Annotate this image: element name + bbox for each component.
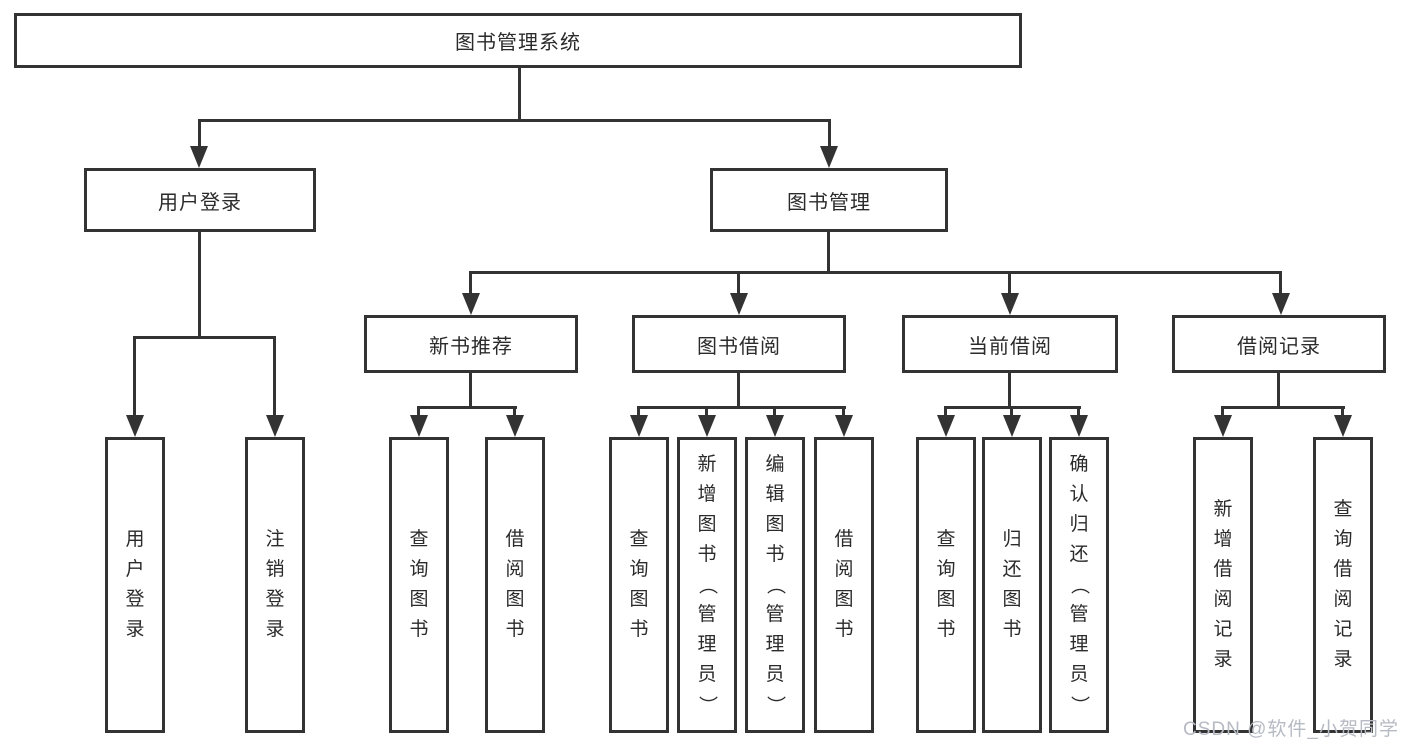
- leaf-current-query-books: 查询图书: [916, 437, 976, 733]
- connector-arrowhead: [937, 415, 955, 437]
- connector-line: [1277, 373, 1280, 409]
- connector-line: [637, 406, 846, 409]
- connector-arrowhead: [835, 415, 853, 437]
- leaf-user-login-label: 用户登录: [125, 529, 145, 640]
- connector-line: [417, 406, 517, 409]
- node-borrow-records: 借阅记录: [1172, 315, 1386, 373]
- connector-arrowhead: [766, 415, 784, 437]
- connector-line: [417, 406, 420, 420]
- connector-arrowhead: [410, 415, 428, 437]
- connector-line: [198, 119, 830, 122]
- connector-arrowhead: [506, 415, 524, 437]
- connector-line: [273, 336, 276, 418]
- node-root-label: 图书管理系统: [455, 32, 581, 54]
- leaf-current-return-books-label: 归还图书: [1002, 529, 1022, 640]
- connector-line: [737, 271, 740, 297]
- connector-line: [133, 336, 136, 418]
- connector-line: [518, 68, 521, 121]
- connector-line: [1341, 406, 1344, 420]
- leaf-records-add-record: 新增借阅记录: [1193, 437, 1253, 733]
- connector-line: [513, 406, 516, 420]
- node-root: 图书管理系统: [14, 13, 1022, 68]
- connector-line: [1008, 271, 1011, 297]
- leaf-records-query-record: 查询借阅记录: [1313, 437, 1373, 733]
- connector-line: [827, 232, 830, 274]
- node-book-borrow: 图书借阅: [632, 315, 846, 373]
- connector-line: [1008, 373, 1011, 409]
- connector-arrowhead: [630, 415, 648, 437]
- connector-line: [842, 406, 845, 420]
- leaf-current-confirm-return-admin-label: 确认归还（管理员）: [1068, 454, 1090, 715]
- connector-arrowhead: [1003, 415, 1021, 437]
- connector-arrowhead: [1334, 415, 1352, 437]
- connector-line: [828, 119, 831, 148]
- connector-arrowhead: [698, 415, 716, 437]
- node-new-book-recommend-label: 新书推荐: [429, 335, 513, 358]
- leaf-current-confirm-return-admin: 确认归还（管理员）: [1049, 437, 1109, 733]
- leaf-records-query-record-label: 查询借阅记录: [1333, 499, 1353, 670]
- leaf-borrow-query-books: 查询图书: [609, 437, 669, 733]
- connector-arrowhead: [730, 293, 748, 315]
- connector-arrowhead: [1070, 415, 1088, 437]
- node-book-borrow-label: 图书借阅: [697, 335, 781, 358]
- leaf-user-login: 用户登录: [105, 437, 165, 733]
- leaf-recommend-query-books-label: 查询图书: [409, 529, 429, 640]
- leaf-logout-label: 注销登录: [265, 529, 285, 640]
- leaf-borrow-add-books-admin-label: 新增图书（管理员）: [696, 454, 718, 715]
- connector-line: [133, 336, 276, 339]
- connector-line: [469, 271, 1282, 274]
- leaf-borrow-borrow-books: 借阅图书: [814, 437, 874, 733]
- leaf-logout: 注销登录: [245, 437, 305, 733]
- leaf-current-return-books: 归还图书: [982, 437, 1042, 733]
- connector-line: [469, 271, 472, 297]
- node-borrow-records-label: 借阅记录: [1237, 335, 1321, 358]
- connector-line: [198, 119, 201, 148]
- connector-line: [737, 373, 740, 409]
- leaf-current-query-books-label: 查询图书: [936, 529, 956, 640]
- node-book-management: 图书管理: [710, 168, 948, 232]
- leaf-recommend-borrow-books: 借阅图书: [485, 437, 545, 733]
- leaf-borrow-add-books-admin: 新增图书（管理员）: [677, 437, 737, 733]
- connector-arrowhead: [820, 146, 838, 168]
- connector-arrowhead: [126, 415, 144, 437]
- node-current-borrow: 当前借阅: [902, 315, 1118, 373]
- connector-line: [1221, 406, 1224, 420]
- connector-arrowhead: [266, 415, 284, 437]
- node-user-login: 用户登录: [84, 168, 316, 232]
- leaf-recommend-query-books: 查询图书: [389, 437, 449, 733]
- connector-arrowhead: [1001, 293, 1019, 315]
- connector-line: [1077, 406, 1080, 420]
- connector-arrowhead: [190, 146, 208, 168]
- connector-line: [1279, 271, 1282, 297]
- csdn-watermark: CSDN @软件_小贺同学: [1183, 719, 1399, 740]
- connector-line: [1221, 406, 1345, 409]
- connector-line: [637, 406, 640, 420]
- connector-line: [1010, 406, 1013, 420]
- leaf-borrow-edit-books-admin: 编辑图书（管理员）: [745, 437, 805, 733]
- node-current-borrow-label: 当前借阅: [968, 335, 1052, 358]
- connector-arrowhead: [1214, 415, 1232, 437]
- connector-line: [773, 406, 776, 420]
- connector-line: [198, 232, 201, 339]
- leaf-borrow-query-books-label: 查询图书: [629, 529, 649, 640]
- leaf-recommend-borrow-books-label: 借阅图书: [505, 529, 525, 640]
- connector-line: [705, 406, 708, 420]
- node-new-book-recommend: 新书推荐: [364, 315, 578, 373]
- node-book-management-label: 图书管理: [787, 191, 871, 214]
- connector-arrowhead: [1272, 293, 1290, 315]
- node-user-login-label: 用户登录: [158, 191, 242, 214]
- leaf-borrow-edit-books-admin-label: 编辑图书（管理员）: [764, 454, 786, 715]
- leaf-borrow-borrow-books-label: 借阅图书: [834, 529, 854, 640]
- connector-arrowhead: [462, 293, 480, 315]
- connector-line: [469, 373, 472, 409]
- connector-line: [944, 406, 947, 420]
- leaf-records-add-record-label: 新增借阅记录: [1213, 499, 1233, 670]
